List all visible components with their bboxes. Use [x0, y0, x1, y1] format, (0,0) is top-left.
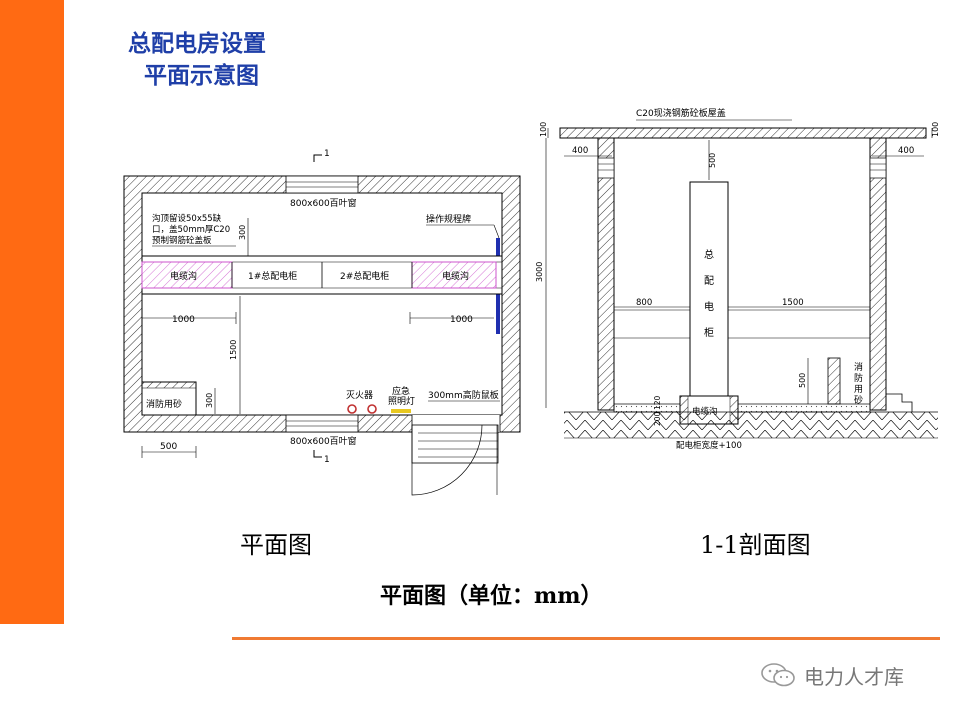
dim-500-top-label: 500 — [708, 153, 717, 168]
accent-bar — [0, 0, 64, 624]
title-line-1: 总配电房设置 — [128, 31, 266, 57]
section-sand-box — [827, 357, 841, 405]
dim-300-sand-label: 300 — [205, 393, 214, 408]
dim-1000-left-label: 1000 — [172, 315, 195, 325]
dim-500-label: 500 — [160, 442, 177, 452]
section-mark-bottom — [313, 450, 322, 458]
door-swing-arc — [411, 424, 483, 496]
dim-3000-label: 3000 — [535, 262, 544, 282]
unit-note: 平面图（单位：mm） — [380, 583, 603, 609]
dim-100-right-label: 100 — [931, 122, 940, 137]
cabinet-1-label: 1#总配电柜 — [248, 270, 297, 282]
section-trench-label: 电缆沟 — [692, 406, 718, 417]
window-top — [285, 175, 359, 194]
dim-1000-right-label: 1000 — [450, 315, 473, 325]
trench-right-label: 电缆沟 — [442, 270, 469, 282]
roof-label: C20现浇钢筋砼板屋盖 — [636, 107, 726, 119]
cable-trench-left — [141, 261, 233, 289]
section-view: C20现浇钢筋砼板屋盖 100 100 400 400 3000 500 总 — [535, 107, 940, 451]
extinguisher-icon — [347, 404, 357, 414]
dim-1500-label: 1500 — [229, 340, 238, 360]
rat-board-label: 300mm高防鼠板 — [428, 389, 499, 401]
window-bottom-label: 800x600百叶窗 — [290, 435, 357, 447]
trench-left-label: 电缆沟 — [170, 270, 197, 282]
emergency-light-label: 应急 照明灯 — [388, 385, 415, 407]
section-mark-top — [313, 154, 322, 162]
section-wall-right — [869, 137, 887, 411]
extinguisher-icon — [367, 404, 377, 414]
section-cabinet — [689, 181, 729, 399]
dim-400-right-label: 400 — [898, 146, 914, 156]
emergency-light-icon — [391, 409, 411, 413]
trench-cover-note: 沟顶留设50x55缺 口，盖50mm厚C20 预制钢筋砼盖板 — [152, 213, 233, 246]
brand-name: 电力人才库 — [804, 664, 904, 689]
dim-100-left-label: 100 — [539, 122, 548, 137]
dim-120-label: 120 — [653, 395, 662, 410]
plan-room-interior — [141, 192, 503, 416]
ground — [564, 412, 938, 438]
floor-plan: 1 1 800x600百叶窗 800x600百叶窗 沟顶留设50x55缺 口，盖… — [123, 149, 521, 496]
section-mark-bottom-label: 1 — [324, 455, 330, 465]
cabinet-vertical-label: 总 配 电 柜 — [704, 248, 717, 339]
window-top-label: 800x600百叶窗 — [290, 197, 357, 209]
window-bottom — [285, 414, 359, 433]
plan-caption: 平面图 — [240, 531, 312, 559]
wechat-icon — [761, 663, 795, 687]
cabinet-width-note: 配电柜宽度+100 — [676, 440, 742, 451]
cabinet-2-label: 2#总配电柜 — [340, 270, 389, 282]
extinguisher-label: 灭火器 — [346, 390, 373, 401]
sand-box-label: 消防用砂 — [146, 398, 182, 410]
section-caption: 1-1剖面图 — [700, 531, 811, 559]
page-title: 总配电房设置 平面示意图 — [128, 28, 266, 92]
dim-500-sand-label: 500 — [798, 373, 807, 388]
dim-800-label: 800 — [636, 298, 652, 308]
steps — [886, 393, 913, 412]
dim-300-label: 300 — [238, 225, 247, 240]
door-leaf — [411, 424, 499, 464]
title-line-2: 平面示意图 — [144, 63, 259, 89]
roof-slab — [559, 127, 927, 139]
brand: 电力人才库 — [760, 660, 904, 690]
dim-400-left-label: 400 — [572, 146, 588, 156]
sign-board-label: 操作规程牌 — [426, 213, 471, 225]
section-wall-left — [597, 137, 615, 411]
section-sand-label: 消 防 用 砂 — [854, 361, 866, 406]
footer-divider — [232, 637, 940, 640]
dim-1500-section-label: 1500 — [782, 298, 804, 308]
section-mark-top-label: 1 — [324, 149, 330, 159]
